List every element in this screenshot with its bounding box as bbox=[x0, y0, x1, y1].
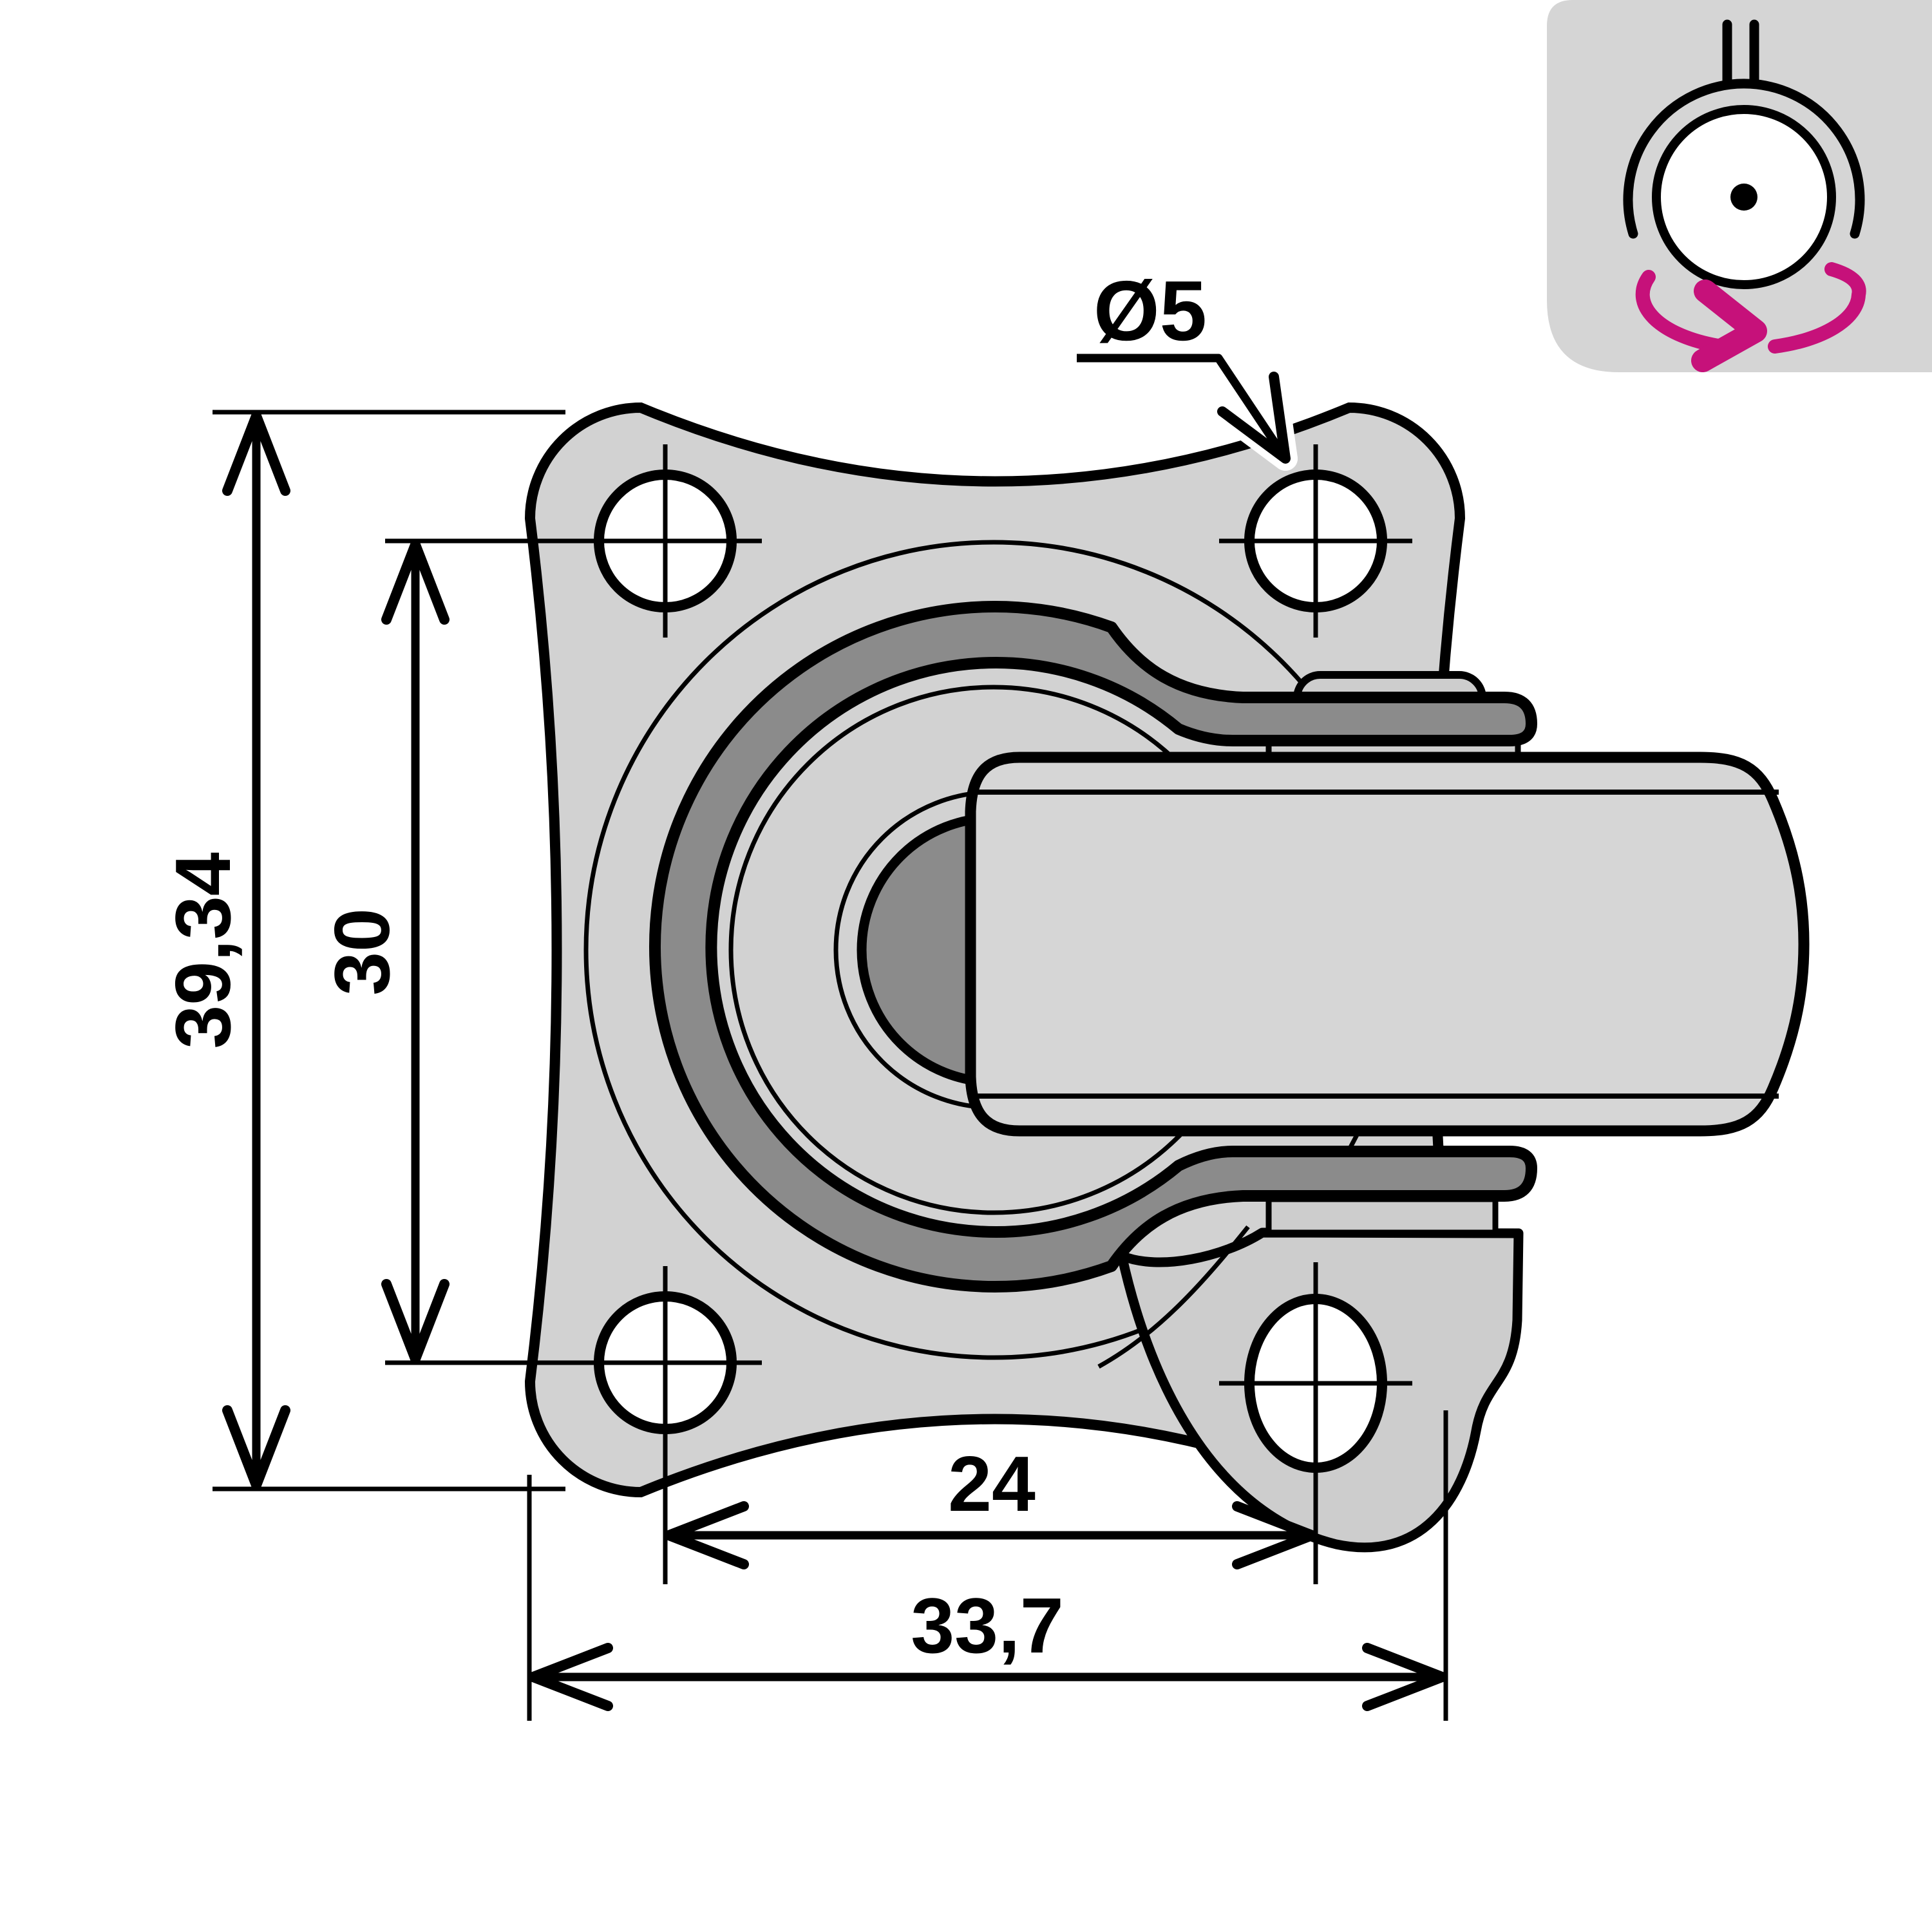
fork-lower-flange bbox=[1265, 1196, 1499, 1236]
arrowhead-down bbox=[222, 1405, 290, 1490]
mounting-hole-top-right bbox=[1219, 444, 1412, 638]
dimension-hole-spacing-horizontal: 24 bbox=[664, 1440, 1317, 1569]
dimension-plate-width: 33,7 bbox=[527, 1410, 1448, 1721]
swivel-caster-badge bbox=[1547, 0, 1932, 372]
arrowhead-right bbox=[1362, 1643, 1447, 1711]
dimension-label-hole-diameter: Ø5 bbox=[1094, 263, 1207, 358]
mounting-hole-bottom-left bbox=[569, 1266, 762, 1584]
swivel-fork bbox=[649, 601, 1537, 1293]
mounting-hole-top-left bbox=[569, 444, 762, 638]
arrowhead-right bbox=[1232, 1501, 1317, 1569]
caster-fork-icon bbox=[1623, 79, 1865, 239]
dimension-overall-height: 39,34 bbox=[159, 410, 565, 1492]
dimension-hole-spacing-vertical: 30 bbox=[318, 538, 580, 1365]
dimension-label-overall-height: 39,34 bbox=[159, 852, 247, 1048]
arrowhead-down bbox=[381, 1279, 450, 1364]
wheel bbox=[965, 752, 1810, 1137]
arrowhead-up bbox=[381, 540, 450, 625]
arrowhead-up bbox=[222, 411, 290, 496]
dimension-hole-diameter: Ø5 bbox=[1065, 263, 1298, 471]
arrowhead-left bbox=[664, 1501, 749, 1569]
hole-diameter-leader bbox=[1077, 354, 1289, 461]
caster-hub-icon bbox=[1730, 184, 1757, 211]
mounting-hole-bottom-right bbox=[1219, 1262, 1412, 1584]
leader-arrowhead bbox=[1217, 372, 1291, 464]
dimension-label-hole-spacing-vertical: 30 bbox=[318, 908, 406, 996]
caster-top-view bbox=[524, 402, 1810, 1584]
dimension-label-plate-width: 33,7 bbox=[911, 1582, 1063, 1669]
rotation-arrow-icon bbox=[1635, 262, 1866, 372]
arrowhead-left bbox=[528, 1643, 613, 1711]
swivel-caster-rotation-icon bbox=[1623, 19, 1866, 372]
dimension-label-hole-spacing-horizontal: 24 bbox=[948, 1440, 1036, 1528]
fork-lower-leg-detail-line bbox=[1097, 1225, 1250, 1369]
